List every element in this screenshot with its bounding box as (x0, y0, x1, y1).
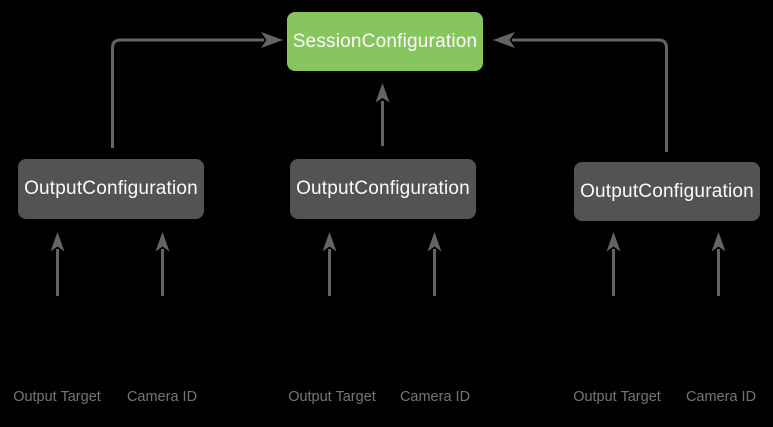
output-configuration-box-3: OutputConfiguration (574, 162, 760, 221)
output-configuration-box-1: OutputConfiguration (18, 159, 204, 219)
camera-id-label-2: Camera ID (399, 389, 471, 405)
arrow-output3-to-session (493, 32, 668, 152)
arrow-camera-id-3 (711, 232, 726, 296)
arrow-output-target-3 (606, 232, 621, 296)
arrow-camera-id-2 (427, 232, 442, 296)
arrow-camera-id-1 (155, 232, 170, 296)
arrow-output2-to-session (375, 83, 390, 146)
output-target-label-1: Output Target (13, 389, 101, 405)
camera-id-label-1: Camera ID (126, 389, 198, 405)
output-configuration-box-2: OutputConfiguration (290, 159, 476, 219)
arrow-output1-to-session (111, 32, 283, 148)
arrow-output-target-2 (322, 232, 337, 296)
arrow-output-target-1 (50, 232, 65, 296)
output-target-label-2: Output Target (288, 389, 376, 405)
session-configuration-box: SessionConfiguration (287, 12, 483, 71)
camera-id-label-3: Camera ID (685, 389, 757, 405)
output-target-label-3: Output Target (573, 389, 661, 405)
